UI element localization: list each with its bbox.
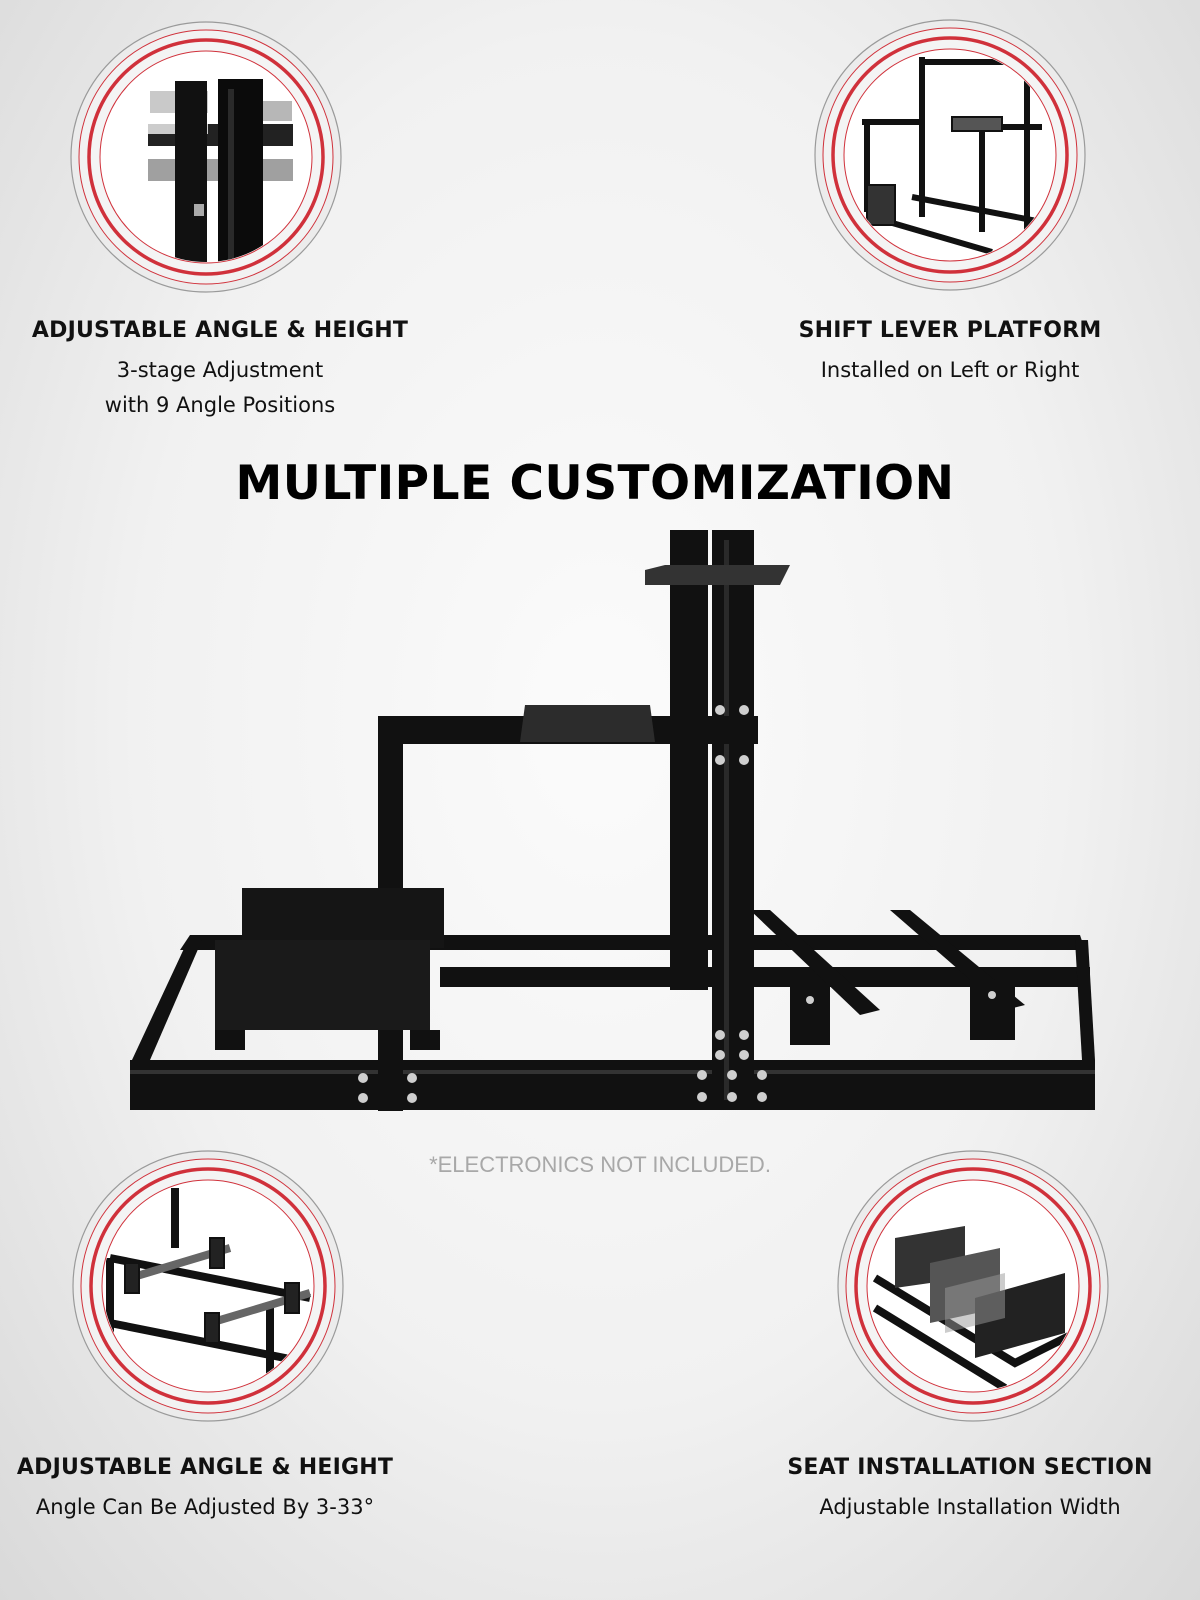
- feature-seat-section: SEAT INSTALLATION SECTION Adjustable Ins…: [770, 1455, 1170, 1525]
- wheel-mount-detail-image: [69, 20, 343, 294]
- shifter-platform-detail-image: [813, 18, 1087, 292]
- feature-description: Adjustable Installation Width: [819, 1495, 1121, 1519]
- main-title: MULTIPLE CUSTOMIZATION: [235, 456, 955, 511]
- seat-bracket-detail-image: [836, 1149, 1110, 1423]
- feature-description: Angle Can Be Adjusted By 3-33°: [35, 1495, 375, 1519]
- feature-title: SHIFT LEVER PLATFORM: [798, 318, 1102, 343]
- feature-shifter-platform: SHIFT LEVER PLATFORM Installed on Left o…: [750, 318, 1150, 388]
- pedal-mount-detail-image: [71, 1149, 345, 1423]
- feature-description: 3-stage Adjustment with 9 Angle Position…: [104, 358, 336, 417]
- feature-title: ADJUSTABLE ANGLE & HEIGHT: [16, 1455, 394, 1480]
- feature-title: SEAT INSTALLATION SECTION: [787, 1455, 1153, 1480]
- feature-wheel-mount: ADJUSTABLE ANGLE & HEIGHT 3-stage Adjust…: [20, 318, 420, 423]
- feature-title: ADJUSTABLE ANGLE & HEIGHT: [31, 318, 409, 343]
- disclaimer-text: *ELECTRONICS NOT INCLUDED.: [429, 1152, 771, 1177]
- feature-pedal-mount: ADJUSTABLE ANGLE & HEIGHT Angle Can Be A…: [0, 1455, 410, 1525]
- sim-rig-frame-image: [130, 530, 1095, 1111]
- feature-description: Installed on Left or Right: [820, 358, 1080, 382]
